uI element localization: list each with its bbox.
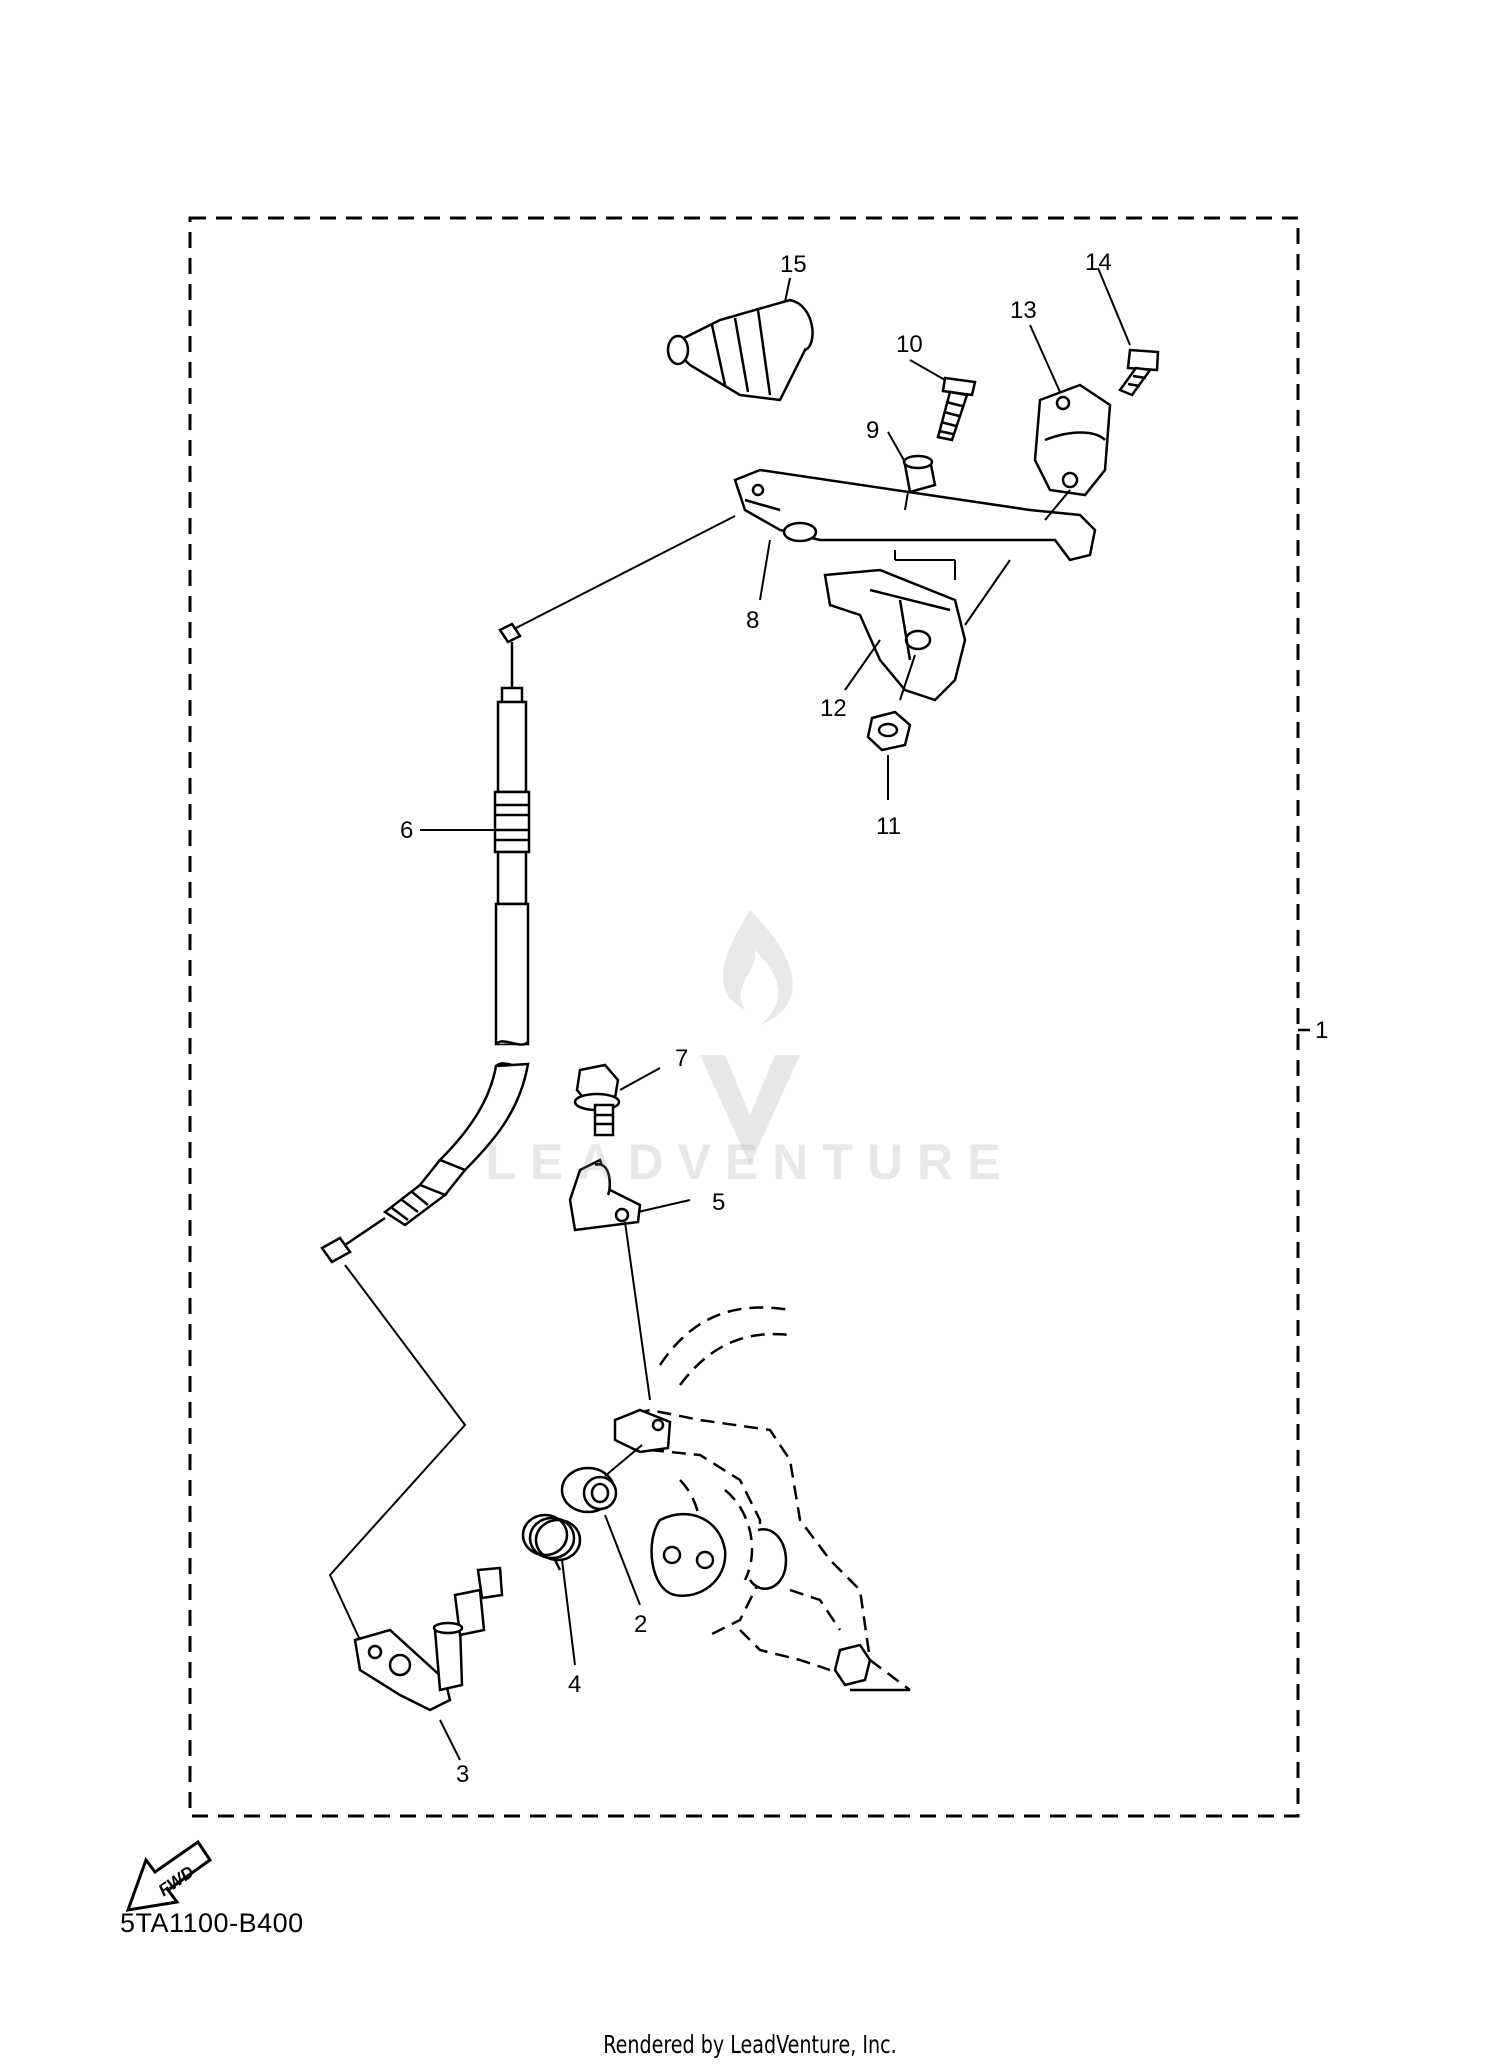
callout-9: 9 xyxy=(866,417,879,444)
part-13-clamp xyxy=(1033,383,1112,497)
callout-10: 10 xyxy=(896,331,923,358)
callout-8: 8 xyxy=(746,607,759,634)
part-8-lever xyxy=(733,468,1097,562)
callout-3: 3 xyxy=(456,1761,469,1788)
part-6-cable xyxy=(320,622,531,1264)
callout-15: 15 xyxy=(780,251,807,278)
part-11-nut xyxy=(866,710,912,752)
part-10-bolt xyxy=(936,376,977,442)
part-4-spring xyxy=(521,1513,582,1571)
part-9-collar xyxy=(902,454,937,494)
part-2-seal xyxy=(560,1466,618,1514)
part-12-holder xyxy=(823,568,967,702)
callout-12: 12 xyxy=(820,695,847,722)
assembly-border xyxy=(188,216,1300,1818)
part-14-bolt xyxy=(1118,348,1160,397)
callout-4: 4 xyxy=(568,1671,581,1698)
callout-13: 13 xyxy=(1010,297,1037,324)
engine-case-outline xyxy=(614,1306,911,1691)
part-3-shaft xyxy=(353,1566,504,1712)
callout-6: 6 xyxy=(400,817,413,844)
rendered-by-caption: Rendered by LeadVenture, Inc. xyxy=(603,2030,897,2059)
callout-14: 14 xyxy=(1085,249,1112,276)
callout-1: 1 xyxy=(1315,1017,1328,1044)
fwd-arrow-icon: FWD xyxy=(125,1839,213,1912)
engine-case-detail xyxy=(613,1408,910,1692)
callout-5: 5 xyxy=(712,1189,725,1216)
callout-11: 11 xyxy=(876,813,901,840)
part-7-bolt xyxy=(573,1063,621,1137)
part-5-bracket xyxy=(568,1158,642,1232)
diagram-code: 5TA1100-B400 xyxy=(120,1908,304,1938)
callout-7: 7 xyxy=(675,1045,688,1072)
watermark-text: LEADVENTURE xyxy=(485,1134,1015,1190)
callout-2: 2 xyxy=(634,1611,647,1638)
watermark-logo-icon xyxy=(700,910,800,1165)
part-15-sleeve xyxy=(666,298,814,402)
